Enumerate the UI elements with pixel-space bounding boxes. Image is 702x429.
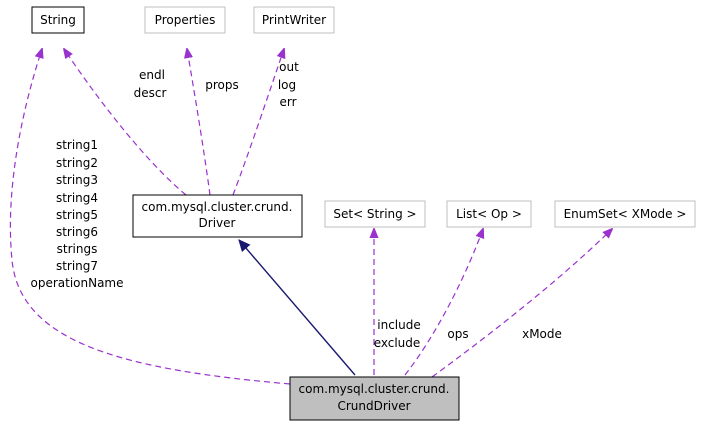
edge-labels-crunddriver-string: string1 string2 string3 string4 string5 … xyxy=(30,138,123,290)
node-enumset-xmode[interactable]: EnumSet< XMode > xyxy=(554,200,696,228)
edge-label: props xyxy=(205,78,239,92)
edge-label: string4 xyxy=(56,191,98,205)
edge-labels-crunddriver-enumset: xMode xyxy=(522,327,562,341)
node-label: EnumSet< XMode > xyxy=(564,207,687,221)
edge-label: string7 xyxy=(56,259,98,273)
node-label: CrundDriver xyxy=(337,399,410,413)
node-properties[interactable]: Properties xyxy=(144,6,226,34)
edge-crunddriver-to-enumset xyxy=(431,229,612,378)
edge-label: descr xyxy=(134,86,167,100)
edge-label: include xyxy=(377,318,420,332)
node-label: Properties xyxy=(155,13,216,27)
node-label: com.mysql.cluster.crund. xyxy=(142,200,293,214)
edge-crunddriver-to-list xyxy=(404,229,483,376)
node-label: Driver xyxy=(199,216,236,230)
edge-label: string3 xyxy=(56,173,98,187)
edge-labels-crunddriver-set: include exclude xyxy=(374,318,421,350)
edge-driver-to-printwriter xyxy=(232,49,284,196)
edge-driver-to-properties xyxy=(187,49,211,196)
edge-label: out xyxy=(279,60,299,74)
edge-label: log xyxy=(278,78,296,92)
node-label: List< Op > xyxy=(456,207,522,221)
edge-label: exclude xyxy=(374,336,421,350)
edge-label: string2 xyxy=(56,156,98,170)
node-string[interactable]: String xyxy=(31,6,85,34)
edge-label: endl xyxy=(139,68,165,82)
edge-label: xMode xyxy=(522,327,562,341)
edge-label: strings xyxy=(57,242,98,256)
node-label: com.mysql.cluster.crund. xyxy=(299,382,450,396)
edge-labels-crunddriver-list: ops xyxy=(447,327,468,341)
edge-label: string5 xyxy=(56,208,98,222)
node-set-string[interactable]: Set< String > xyxy=(324,200,426,228)
edge-labels-driver-string: endl descr xyxy=(134,68,167,100)
node-printwriter[interactable]: PrintWriter xyxy=(253,6,335,34)
edge-driver-to-string xyxy=(64,49,187,196)
edge-crunddriver-to-string xyxy=(9,49,291,385)
edge-label: operationName xyxy=(30,276,123,290)
node-list-op[interactable]: List< Op > xyxy=(446,200,532,228)
node-label: Set< String > xyxy=(333,207,416,221)
edge-crunddriver-inherits-driver xyxy=(239,240,356,376)
node-driver[interactable]: com.mysql.cluster.crund. Driver xyxy=(132,194,303,238)
edge-labels-driver-properties: props xyxy=(205,78,239,92)
node-label: String xyxy=(40,13,76,27)
edge-label: ops xyxy=(447,327,468,341)
edge-labels-driver-printwriter: out log err xyxy=(278,60,299,109)
node-label: PrintWriter xyxy=(262,13,326,27)
edge-label: string1 xyxy=(56,138,98,152)
node-crunddriver[interactable]: com.mysql.cluster.crund. CrundDriver xyxy=(289,376,460,421)
edge-label: string6 xyxy=(56,225,98,239)
edge-label: err xyxy=(279,95,296,109)
